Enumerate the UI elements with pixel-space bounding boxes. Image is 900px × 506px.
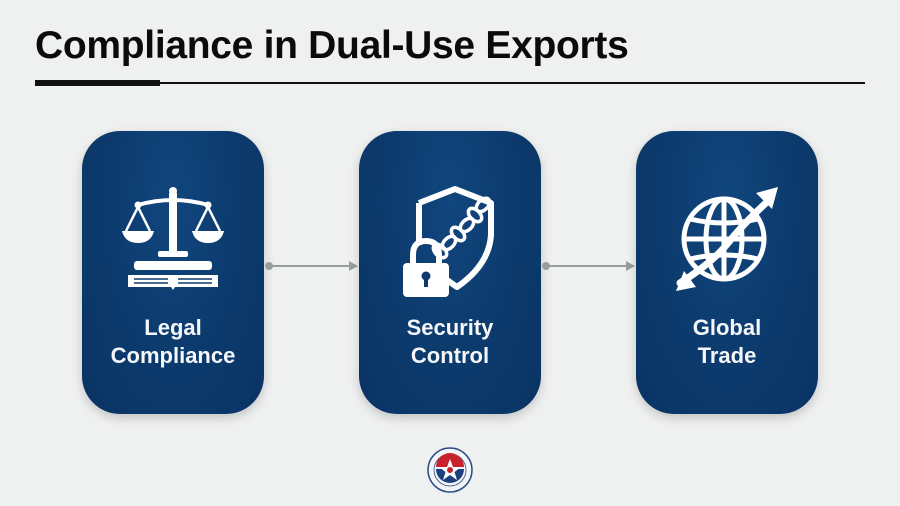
step-label-line2: Control [410, 343, 490, 368]
step-label-line1: Global [692, 315, 762, 340]
step-card-global-trade: Global Trade [636, 131, 818, 414]
step-label-line2: Trade [697, 343, 757, 368]
title-underline-accent [35, 80, 160, 86]
step-card-security-control: Security Control [359, 131, 541, 414]
connector-arrow [265, 261, 358, 271]
step-card-legal-compliance: Legal Compliance [82, 131, 264, 414]
connector-arrow [542, 261, 635, 271]
title-underline [35, 82, 865, 84]
scales-of-justice-icon [122, 187, 224, 290]
step-label: Global Trade [636, 314, 818, 370]
step-label-line2: Compliance [110, 343, 236, 368]
shield-chain-padlock-icon [403, 186, 494, 297]
step-label-line1: Legal [144, 315, 202, 340]
step-label: Legal Compliance [82, 314, 264, 370]
page-title: Compliance in Dual-Use Exports [35, 24, 629, 67]
globe-bidirectional-arrow-icon [676, 187, 778, 291]
step-label: Security Control [359, 314, 541, 370]
institution-emblem-icon [427, 447, 473, 493]
step-label-line1: Security [406, 315, 494, 340]
